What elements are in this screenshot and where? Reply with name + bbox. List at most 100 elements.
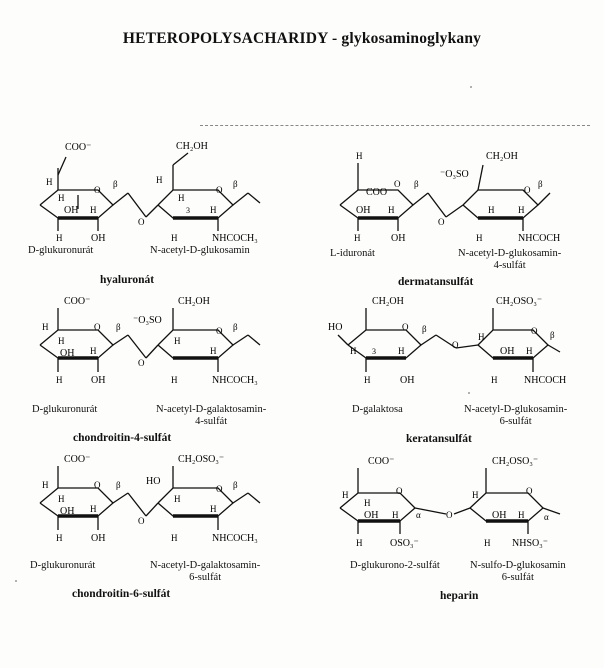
atom-h: H <box>42 322 49 332</box>
atom-h: H <box>354 233 361 243</box>
structure-keratansulfat: CH₂OH HO O H 3 H H OH β O CH₂OSO₃⁻ O H O… <box>328 296 566 386</box>
label-nhcoch3: NHCOCH₃ <box>212 375 258 386</box>
ring-oxygen: O <box>94 185 101 195</box>
glycosidic-oxygen: O <box>452 340 459 350</box>
atom-h: H <box>476 233 483 243</box>
sugar-label-2: N-acetyl-D-galaktosamin- 4-sulfát <box>156 404 267 427</box>
ring-oxygen: O <box>216 185 223 195</box>
bond-beta: β <box>113 179 118 189</box>
atom-h: H <box>388 205 395 215</box>
atom-h: H <box>56 533 63 543</box>
atom-h: H <box>156 175 163 185</box>
label-nhcoch3: NHCOCH₃ <box>212 233 258 244</box>
label-ch2oh: CH₂OH <box>372 296 404 307</box>
bond-beta: β <box>233 480 238 490</box>
compound-name: hyaluronát <box>100 274 155 286</box>
compound-name: dermatansulfát <box>398 276 474 288</box>
panel-keratansulfat: CH₂OH HO O H 3 H H OH β O CH₂OSO₃⁻ O H O… <box>328 290 604 445</box>
atom-h: H <box>478 332 485 342</box>
sugar-label-1: D-galaktosa <box>352 404 403 415</box>
label-nhcoch3: NHCOCH₃ <box>212 533 258 544</box>
scan-speck <box>470 86 472 88</box>
atom-oh: OH <box>492 510 506 521</box>
atom-h: H <box>350 346 357 356</box>
atom-h: H <box>58 193 65 203</box>
label-coo: COO⁻ <box>366 187 392 198</box>
bond-beta: β <box>538 179 543 189</box>
structure-chondroitin-4: COO⁻ O H H OH H H OH β O ⁻O₃SO CH₂OH O H… <box>39 296 261 386</box>
atom-h: H <box>171 375 178 385</box>
sugar-label-2: N-acetyl-D-glukosamin- 4-sulfát <box>458 248 562 271</box>
panel-dermatansulfat: H COO⁻ O OH H H OH β O ⁻O₃SO CH₂OH O H H… <box>328 135 604 288</box>
atom-h: H <box>210 504 217 514</box>
compound-name: keratansulfát <box>406 433 472 445</box>
scan-speck <box>468 392 470 394</box>
atom-oh: OH <box>91 233 105 244</box>
atom-h: H <box>484 538 491 548</box>
atom-h: H <box>178 193 185 203</box>
glycosidic-oxygen: O <box>138 516 145 526</box>
atom-h: H <box>58 494 65 504</box>
atom-h: H <box>342 490 349 500</box>
glycosidic-oxygen: O <box>446 510 453 520</box>
sugar-label-1: D-glukurono-2-sulfát <box>350 560 440 571</box>
atom-oh: OH <box>60 506 74 517</box>
atom-h: H <box>90 504 97 514</box>
atom-h: H <box>46 177 53 187</box>
structure-heparin: COO⁻ O H H OH H H OSO₃⁻ α O CH₂OSO₃⁻ O H… <box>339 456 561 549</box>
ring-oxygen: O <box>94 480 101 490</box>
atom-oh: OH <box>391 233 405 244</box>
atom-h: H <box>518 510 525 520</box>
atom-oh: OH <box>356 205 370 216</box>
glycosidic-oxygen: O <box>438 217 445 227</box>
atom-h: H <box>58 336 65 346</box>
atom-oh: OH <box>60 348 74 359</box>
atom-oh: OH <box>91 375 105 386</box>
label-nhcoch: NHCOCH <box>524 375 566 386</box>
label-ch2oh: CH₂OH <box>486 151 518 162</box>
atom-h: H <box>398 346 405 356</box>
label-sulfate: ⁻O₃SO <box>133 315 162 326</box>
ring-oxygen: O <box>216 484 223 494</box>
atom-h: H <box>392 510 399 520</box>
atom-h: H <box>472 490 479 500</box>
atom-ho: HO <box>146 476 160 487</box>
label-ch2oso3: CH₂OSO₃⁻ <box>178 454 224 465</box>
atom-h: H <box>210 346 217 356</box>
carbon-number: 3 <box>186 206 190 215</box>
sugar-label-1: D-glukuronurát <box>30 560 96 571</box>
structure-hyaluronat: COO⁻ O H H OH H H OH β O CH₂OH O H H 3 H… <box>39 141 261 244</box>
atom-h: H <box>171 533 178 543</box>
structure-dermatansulfat: H COO⁻ O OH H H OH β O ⁻O₃SO CH₂OH O H H… <box>339 151 560 244</box>
atom-h: H <box>364 375 371 385</box>
panel-chondroitin-4-sulfat: COO⁻ O H H OH H H OH β O ⁻O₃SO CH₂OH O H… <box>28 290 308 444</box>
compound-name: chondroitin-6-sulfát <box>72 588 171 600</box>
ring-oxygen: O <box>216 326 223 336</box>
label-coo: COO⁻ <box>64 296 90 307</box>
atom-oh: OH <box>500 346 514 357</box>
scan-speck <box>15 580 17 582</box>
label-nhcoch: NHCOCH <box>518 233 560 244</box>
bond-beta: β <box>116 480 121 490</box>
bond-beta: β <box>414 179 419 189</box>
atom-h: H <box>356 151 363 161</box>
structure-chondroitin-6: COO⁻ O H H OH H H OH β O HO CH₂OSO₃⁻ O H… <box>39 454 261 544</box>
label-sulfate: ⁻O₃SO <box>440 169 469 180</box>
panel-hyaluronat: COO⁻ O H H OH H H OH β O CH₂OH O H H 3 H… <box>28 135 308 286</box>
sugar-label-1: L-iduronát <box>330 248 375 259</box>
bond-beta: β <box>233 179 238 189</box>
label-ch2oh: CH₂OH <box>178 296 210 307</box>
bond-beta: β <box>550 330 555 340</box>
ring-oxygen: O <box>402 322 409 332</box>
compound-name: heparin <box>440 590 479 602</box>
atom-oh: OH <box>400 375 414 386</box>
label-ch2oh: CH₂OH <box>176 141 208 152</box>
atom-h: H <box>174 494 181 504</box>
panel-chondroitin-6-sulfat: COO⁻ O H H OH H H OH β O HO CH₂OSO₃⁻ O H… <box>28 448 308 600</box>
ring-oxygen: O <box>524 185 531 195</box>
ring-oxygen: O <box>531 326 538 336</box>
atom-h: H <box>42 480 49 490</box>
atom-h: H <box>56 375 63 385</box>
label-coo: COO⁻ <box>368 456 394 467</box>
